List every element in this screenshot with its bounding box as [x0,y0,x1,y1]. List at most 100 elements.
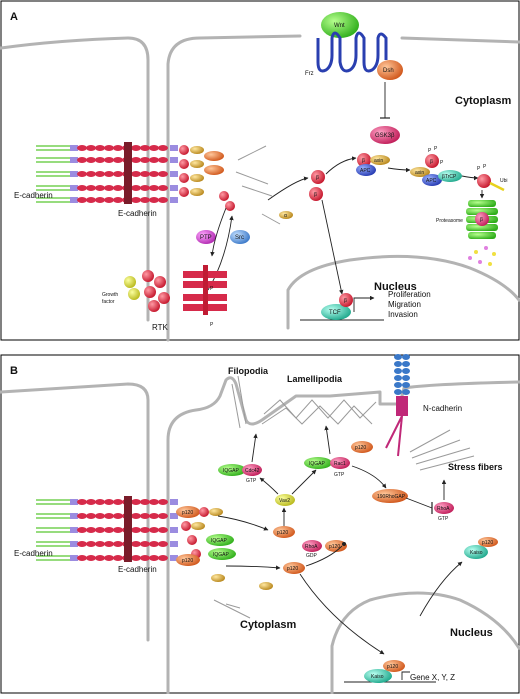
p120-nuclear [383,660,405,672]
cadherin-ectodomain [149,157,159,163]
panel-b-frame [0,354,520,694]
kaiso-export-arrow [419,561,463,617]
axin-label: axin [374,158,383,164]
cadherin-ectodomain [158,171,168,177]
cadherin-ectodomain [113,157,123,163]
stress-fibers-label: Stress fibers [448,462,503,472]
beta-label: β [362,158,365,164]
to-nucleus-arrow [321,199,344,295]
nucleus-label-a: Nucleus [374,281,417,293]
cadherin-ectodomain [104,157,114,163]
transcription-arrow-a [353,295,375,312]
iqgap-label: IQGAP [223,468,240,474]
cadherin-transmembrane [170,513,178,519]
ncad-domain [394,382,402,388]
cadherin-ectodomain [113,499,123,505]
tcf-label: TCF [329,310,341,316]
cadherin-ectodomain [113,171,123,177]
cadherin-ectodomain [158,197,168,203]
src-protein [230,230,250,244]
n-cadherin-molecule [385,354,410,457]
p120-label: p120 [277,530,288,536]
phosphorylated-beta-catenin [219,191,229,201]
to-ubi-arrow [461,175,479,181]
growth-factor-label-line2: factor [102,299,115,305]
cadherin-ectodomain [86,555,96,561]
cadherin-ectodomain [140,197,150,203]
cadherin-ectodomain [140,145,150,151]
calcium-zipper [124,496,132,562]
membrane-beta-catenin [179,173,189,183]
cadherin-transmembrane [70,527,78,533]
p120-dissociation-arrow [225,565,281,570]
ncad-transmembrane [396,396,408,416]
membrane-alpha-catenin [190,188,204,196]
beta-label: β [480,217,483,223]
cadherin-ectodomain [86,197,96,203]
cadherin-transmembrane [170,555,178,561]
wnt-label: Wnt [334,23,345,29]
cadherin-transmembrane [70,197,78,203]
cadherin-ectodomain [77,145,87,151]
p120-label: p120 [329,544,340,550]
actin-line [241,185,273,197]
rhoa-gtp [434,502,454,514]
membrane-catenin-complexes-a [179,145,235,211]
cadherin-ectodomain [77,541,87,547]
membrane-p120 [204,151,224,161]
cell-membrane-top [400,36,520,44]
calcium-zipper [124,142,132,204]
cadherin-ectodomain [104,513,114,519]
ncadherin-label: N-cadherin [423,404,462,413]
p190rhogap-protein [372,489,408,503]
cadherin-ectodomain [77,185,87,191]
cell-membrane-right [166,34,302,342]
cadherin-ectodomain [86,157,96,163]
cadherin-ectodomain [86,185,96,191]
cadherin-ectodomain [113,513,123,519]
ncad-domain [402,382,410,388]
cadherin-transmembrane [170,157,178,163]
panel-b-letter: B [10,365,18,377]
ecadherin-right-label-a: E-cadherin [118,209,157,218]
p120-label: p120 [287,566,298,572]
cadherin-ectodomain [77,513,87,519]
dsh-label: Dsh [383,68,394,74]
nuclear-envelope-a [286,254,520,330]
gsk3b-protein [370,126,400,144]
ncad-domain [394,389,402,395]
cadherin-ectodomain [140,555,150,561]
cadherin-ectodomain [158,541,168,547]
cadherin-ectodomain [131,171,141,177]
gsk3b-label: GSK3β [375,133,395,139]
stress-fiber-bundle [409,429,475,471]
cadherin-ectodomain [113,527,123,533]
growth-factor-label-line1: Growth [102,292,118,298]
cadherin-ectodomain [113,197,123,203]
lamellipodia-label: Lamellipodia [287,374,343,384]
p120-complex-1 [176,506,223,518]
ncad-domain [402,361,410,367]
alpha-catenin-free [279,211,293,219]
rtk-p-label: P [210,286,214,292]
cytoplasm-label-a: Cytoplasm [455,95,511,107]
to-destruction-arrow [325,156,357,175]
kaiso-cytoplasmic [464,545,488,559]
cadherin-ectodomain [131,499,141,505]
cadherin-transmembrane [70,145,78,151]
tcf-protein [321,304,351,320]
cadherin-ectodomain [113,145,123,151]
cadherin-transmembrane [170,185,178,191]
vav-to-cdc42-arrow [259,477,279,495]
cadherin-ectodomain [131,197,141,203]
outcome-invasion: Invasion [388,310,418,319]
axin-label-2: axin [415,170,424,176]
panel-a-letter: A [10,11,18,23]
ncad-domain [402,375,410,381]
p120-to-nucleus-arrow [299,573,385,655]
cadherin-ectodomain [77,157,87,163]
nuclear-envelope-b [330,591,520,696]
p120-to-rhoa-line [305,545,343,567]
ecadherin-right-label-b: E-cadherin [118,565,157,574]
